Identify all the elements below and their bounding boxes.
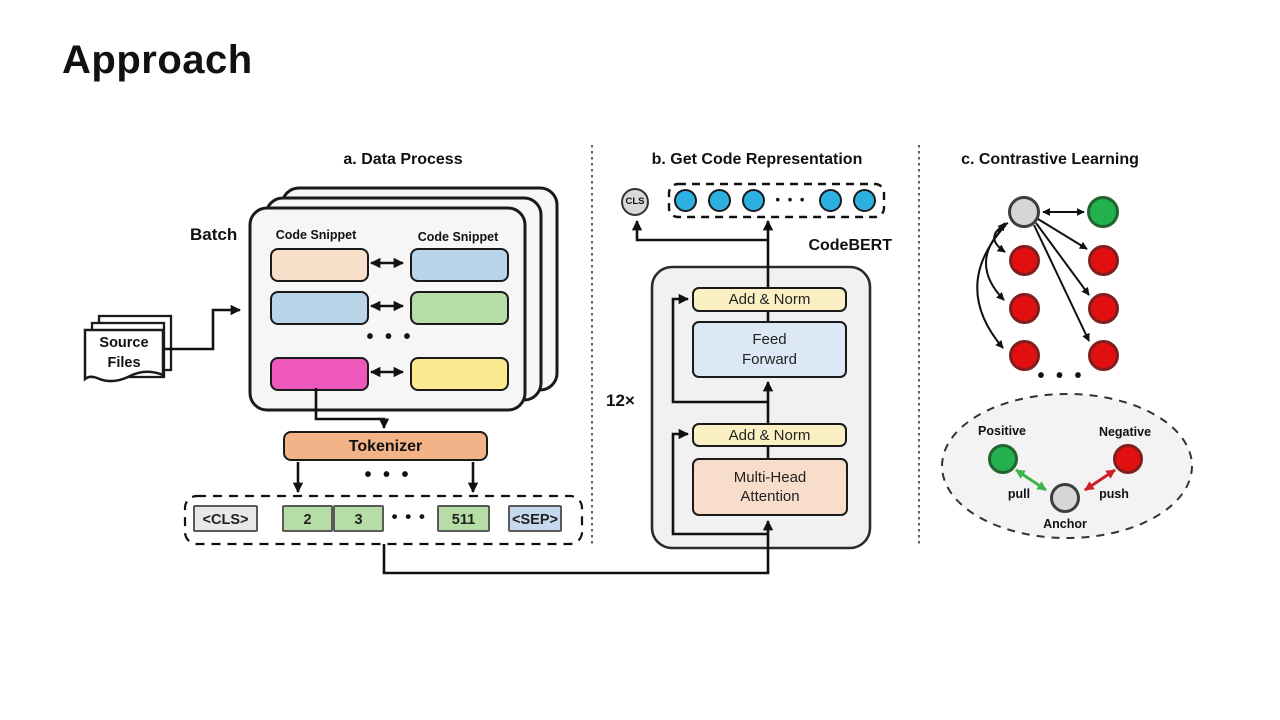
negative-node-l3 <box>1009 340 1040 371</box>
token-ellipsis: • • • <box>391 507 427 526</box>
multi-head-attention-box: Multi-Head Attention <box>733 468 807 506</box>
negative-node-l2 <box>1009 293 1040 324</box>
code-snippet-label-right: Code Snippet <box>417 230 499 244</box>
snippet-box-pink <box>270 357 369 391</box>
section-c-header: c. Contrastive Learning <box>961 151 1139 168</box>
snippet-box-blue-right <box>410 248 509 282</box>
batch-ellipsis: • • • <box>366 326 414 348</box>
snippet-box-green <box>410 291 509 325</box>
snippet-box-peach <box>270 248 369 282</box>
embedding-circle-3 <box>742 189 765 212</box>
tokenizer-box: Tokenizer <box>283 431 488 461</box>
pull-label: pull <box>1007 487 1031 501</box>
snippet-box-yellow <box>410 357 509 391</box>
page-title: Approach <box>62 38 253 82</box>
section-a-header: a. Data Process <box>343 151 463 168</box>
embedding-circle-5 <box>853 189 876 212</box>
source-files-label: Source Files <box>99 335 149 372</box>
snippet-box-blue-left <box>270 291 369 325</box>
positive-label: Positive <box>978 424 1026 438</box>
anchor-label: Anchor <box>1043 517 1087 531</box>
token-3: 3 <box>333 505 384 532</box>
embedding-circle-4 <box>819 189 842 212</box>
cls-embedding-circle: CLS <box>621 188 649 216</box>
add-norm-box-bottom: Add & Norm <box>692 423 847 447</box>
code-snippet-label-left: Code Snippet <box>275 228 357 242</box>
token-2: 2 <box>282 505 333 532</box>
legend-anchor-node <box>1050 483 1080 513</box>
anchor-node <box>1008 196 1040 228</box>
token-sep: <SEP> <box>508 505 562 532</box>
tokenizer-ellipsis: • • • <box>364 464 412 486</box>
embedding-ellipsis: • • • <box>775 192 807 207</box>
token-cls: <CLS> <box>193 505 258 532</box>
positive-node <box>1087 196 1119 228</box>
negative-node-l1 <box>1009 245 1040 276</box>
legend-positive-node <box>988 444 1018 474</box>
legend-negative-node <box>1113 444 1143 474</box>
graph-ellipsis: • • • <box>1037 365 1085 387</box>
negative-node-r1 <box>1088 245 1119 276</box>
layer-multiplier-label: 12× <box>606 391 635 410</box>
negative-label: Negative <box>1098 425 1152 439</box>
push-label: push <box>1099 487 1129 501</box>
embedding-circle-1 <box>674 189 697 212</box>
feed-forward-box: Feed Forward <box>741 331 797 368</box>
embedding-circle-2 <box>708 189 731 212</box>
batch-label: Batch <box>190 225 238 244</box>
codebert-label: CodeBERT <box>808 237 892 254</box>
section-b-header: b. Get Code Representation <box>651 151 863 168</box>
add-norm-box-top: Add & Norm <box>692 287 847 312</box>
negative-node-r3 <box>1088 340 1119 371</box>
negative-node-r2 <box>1088 293 1119 324</box>
token-511: 511 <box>437 505 490 532</box>
